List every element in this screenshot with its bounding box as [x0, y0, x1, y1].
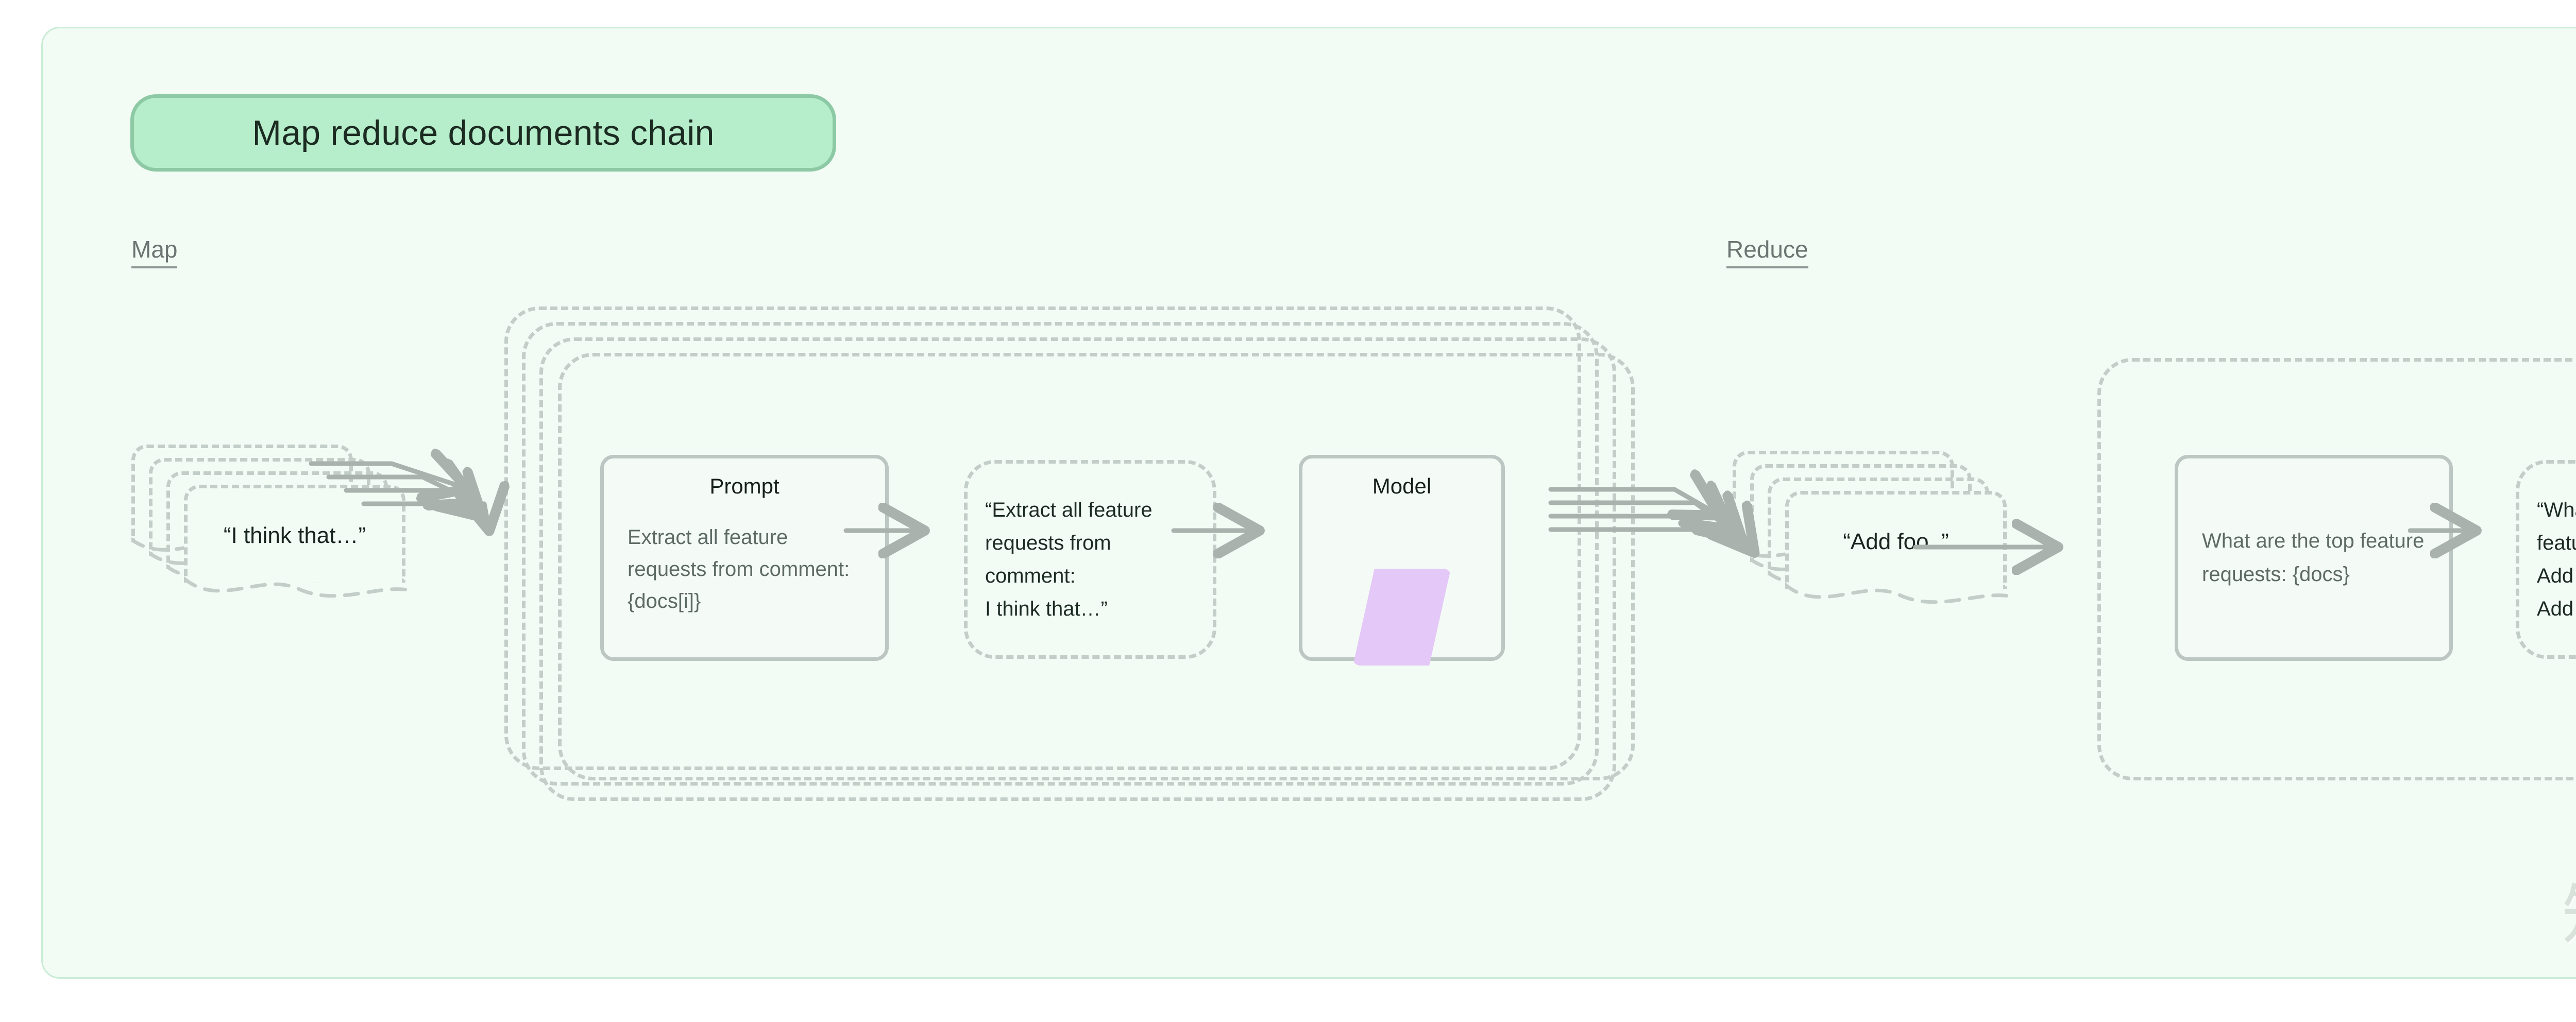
reduce-prompt-body: What are the top feature requests: {docs…	[2202, 530, 2425, 586]
reduce-group	[2097, 358, 2576, 780]
watermark: 知乎 @AI小智	[2562, 863, 2576, 957]
reduce-rendered-prompt: “What are the top feature requests: Add …	[2516, 460, 2576, 659]
map-group-layer-2	[522, 322, 1599, 786]
map-rendered-prompt-text: “Extract all feature requests from comme…	[985, 499, 1153, 620]
intermediate-document-label: “Add foo..”	[1843, 529, 1949, 554]
map-prompt-title: Prompt	[709, 474, 779, 498]
input-document-label: “I think that…”	[223, 522, 366, 548]
page-title-pill: Map reduce documents chain	[130, 94, 836, 172]
page-title: Map reduce documents chain	[252, 113, 715, 152]
reduce-prompt-node: What are the top feature requests: {docs…	[2175, 455, 2453, 661]
map-group-layer-4	[558, 353, 1635, 780]
model-node-title: Model	[1372, 474, 1432, 498]
map-rendered-prompt: “Extract all feature requests from comme…	[964, 460, 1216, 659]
reduce-rendered-prompt-text: “What are the top feature requests: Add …	[2537, 499, 2576, 620]
intermediate-card-front: “Add foo..”	[1783, 491, 2016, 604]
section-label-map: Map	[131, 235, 178, 268]
map-prompt-body: Extract all feature requests from commen…	[628, 526, 850, 612]
model-node: Model	[1299, 455, 1505, 666]
map-group-layer-3	[539, 337, 1616, 801]
parallelogram-icon	[1353, 569, 1451, 666]
section-label-reduce: Reduce	[1726, 235, 1808, 268]
map-prompt-node: Prompt Extract all feature requests from…	[600, 455, 889, 661]
diagram-card: Map reduce documents chain Map Reduce	[41, 27, 2576, 979]
document-card-front: “I think that…”	[182, 485, 415, 598]
